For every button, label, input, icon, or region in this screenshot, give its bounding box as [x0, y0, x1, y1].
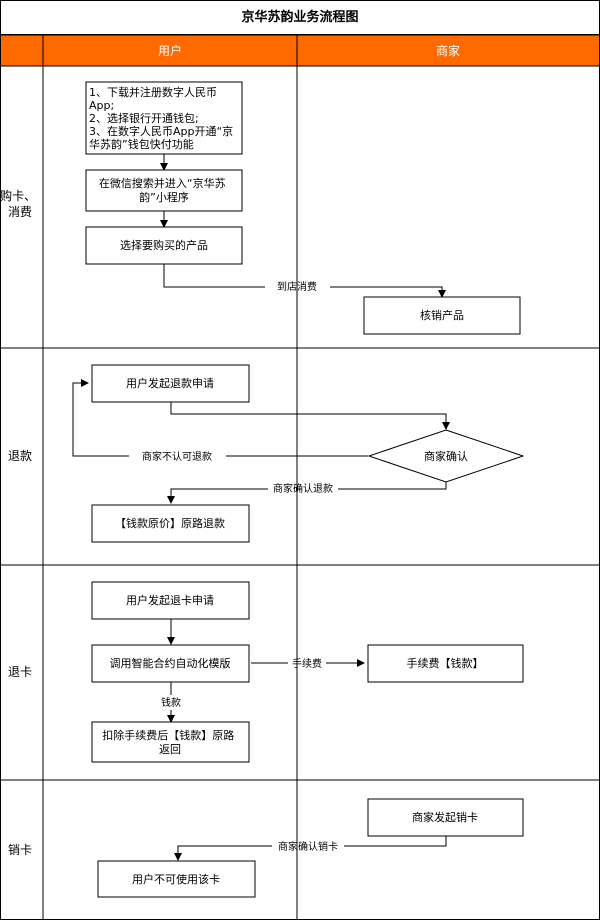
node-card-return-request-text: 用户发起退卡申请: [126, 593, 214, 607]
node-merchant-cancel: [367, 798, 524, 837]
edge-confirm-cancel-a: [344, 836, 447, 847]
edge-label-to-store: 到店消费: [277, 280, 317, 293]
edge-confirm-cancel-b: [174, 845, 272, 861]
edge-label-fee: 手续费: [292, 657, 322, 670]
diagram-title: 京华苏韵业务流程图: [241, 9, 358, 25]
node-merchant-confirm-text: 商家确认: [424, 449, 468, 463]
nodes: [85, 81, 525, 898]
edge-label-not-approved: 商家不认可退款: [142, 450, 212, 463]
title-cell: [0, 0, 600, 35]
edge-not-approved-b: [72, 379, 129, 457]
node-smart-contract: [91, 644, 250, 683]
node-deduct-fee-text: 扣除手续费后【钱款】原路 返回: [102, 728, 238, 756]
column-header-user: 用户: [158, 43, 182, 58]
node-download-app: [85, 81, 243, 155]
node-download-app-text: 1、下载并注册数字人民币 App; 2、选择银行开通钱包; 3、在数字人民币Ap…: [89, 85, 237, 151]
node-fee: [367, 644, 524, 683]
node-refund-request: [91, 364, 250, 403]
lane-label-card-return: 退卡: [8, 665, 32, 679]
connectors: [72, 154, 450, 861]
node-merchant-confirm: [367, 429, 525, 483]
edge-approved-b: [167, 488, 268, 504]
node-verify-product: [363, 296, 521, 335]
edge-label-approved: 商家确认退款: [273, 482, 333, 495]
lane-label-card-cancel: 销卡: [8, 843, 32, 857]
node-card-unusable-text: 用户不可使用该卡: [132, 872, 220, 886]
node-select-product: [85, 226, 243, 265]
edge-approved-a: [338, 482, 447, 490]
node-search-miniprogram-text: 在微信搜索并进入“京华苏 韵”小程序: [99, 176, 229, 204]
node-card-unusable: [97, 860, 256, 898]
node-merchant-cancel-text: 商家发起销卡: [412, 810, 478, 824]
node-smart-contract-text: 调用智能合约自动化模版: [110, 656, 231, 670]
node-verify-product-text: 核销产品: [420, 308, 464, 322]
header-row: [0, 35, 600, 66]
node-refund-return-text: 【钱款原价】原路退款: [115, 516, 225, 530]
edge-to-store-a: [163, 264, 265, 288]
edge-to-store-b: [330, 286, 446, 298]
node-card-return-request: [91, 581, 250, 620]
lane-label-refund: 退款: [8, 449, 32, 463]
lane-label-purchase: 购卡、 消费: [0, 188, 40, 219]
node-select-product-text: 选择要购买的产品: [120, 238, 208, 252]
column-header-merchant: 商家: [436, 43, 460, 58]
edge-label-money: 钱款: [161, 696, 181, 709]
node-deduct-fee: [91, 721, 250, 763]
node-fee-text: 手续费【钱款】: [407, 656, 484, 670]
node-search-miniprogram: [85, 169, 243, 212]
edge-request-to-confirm: [170, 402, 450, 430]
swimlane-grid: [0, 34, 600, 920]
node-refund-request-text: 用户发起退款申请: [126, 376, 214, 390]
edge-label-confirm-cancel: 商家确认销卡: [278, 840, 338, 853]
node-refund-return: [91, 504, 250, 543]
